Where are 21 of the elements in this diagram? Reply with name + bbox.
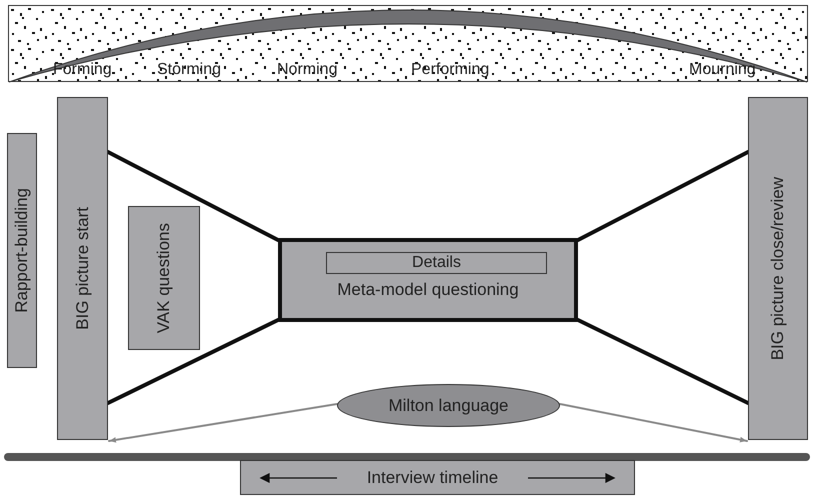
- box-title: Meta-model questioning: [337, 280, 519, 300]
- connector-line: [106, 318, 280, 405]
- stage-label: Forming: [53, 61, 112, 79]
- details-box: Details: [326, 252, 547, 274]
- arrow: [108, 403, 338, 443]
- stage-label: Mourning: [689, 61, 756, 79]
- questioning-box: [278, 238, 578, 322]
- connector-line: [106, 150, 280, 242]
- questions-box: VAK questions: [128, 206, 200, 350]
- stage-label: Storming: [157, 61, 222, 79]
- language-ellipse: Milton language: [337, 384, 560, 427]
- arrow: [559, 403, 748, 442]
- rapport-box: Rapport-building: [7, 133, 37, 368]
- connector-line: [576, 150, 750, 242]
- start-box: BIG picture start: [57, 97, 108, 440]
- connector-line: [576, 318, 750, 405]
- close-box: BIG picture close/review: [748, 97, 808, 440]
- timeline-label: Interview timeline: [366, 468, 498, 488]
- stage-label: Norming: [277, 61, 338, 79]
- stage-label: Performing: [411, 61, 490, 79]
- timeline-box: [240, 460, 635, 495]
